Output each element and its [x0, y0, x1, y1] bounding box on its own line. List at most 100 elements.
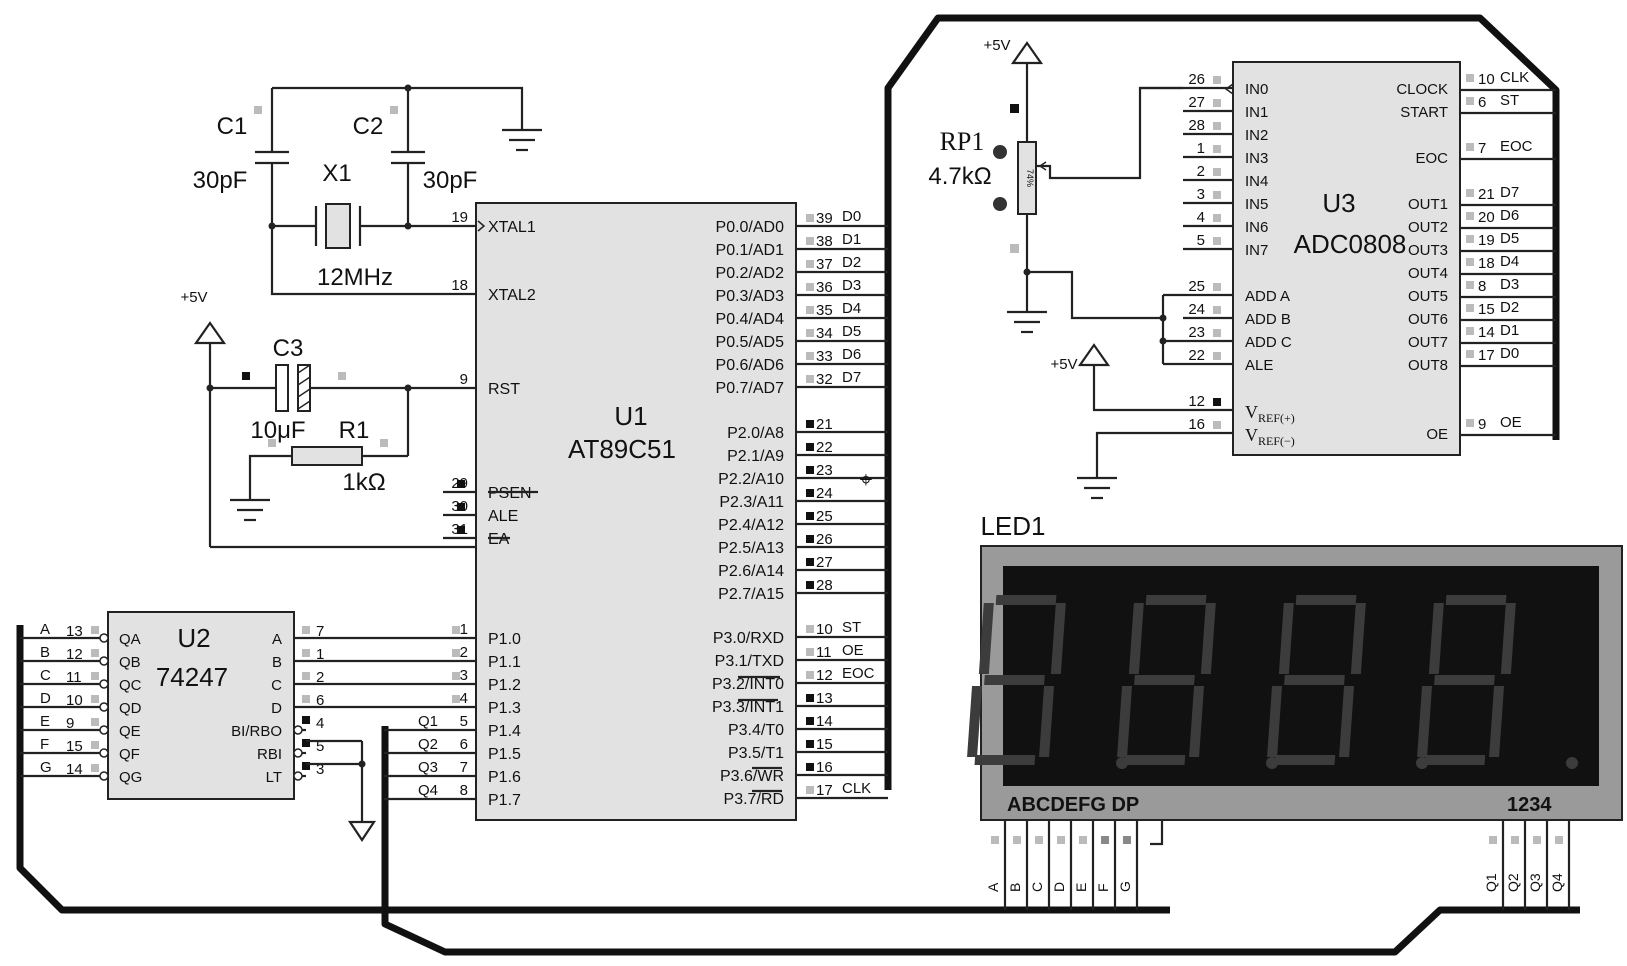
u3-net-d2: D2: [1500, 299, 1519, 316]
u1-pin-p1-7-number: 8: [460, 782, 468, 799]
oscillator-circuit: [254, 84, 542, 296]
led-digit-4-segment-g: [1434, 675, 1495, 685]
u3-pin-out6-number: 15: [1478, 301, 1495, 318]
u1-pin-rst-name: RST: [488, 381, 520, 398]
u1-pin-p1-0-name: P1.0: [488, 631, 521, 648]
rp1-value: 4.7kΩ: [928, 163, 991, 190]
led-pin-e-label: E: [1073, 883, 1089, 892]
u1-pin-p1-6-number: 7: [460, 759, 468, 776]
u3-pin-in6-number: 4: [1197, 209, 1205, 226]
u1-pin-p1-3-name: P1.3: [488, 700, 521, 717]
led-digit-2-segment-b: [1200, 603, 1216, 674]
u1-pin-p3-7-rd-number: 17: [816, 782, 833, 799]
u3-net-d7: D7: [1500, 184, 1519, 201]
c1-value: 30pF: [193, 167, 248, 194]
u1-pin-p0-7-ad7-number: 32: [816, 371, 833, 388]
led-digit-2-segment-d: [1124, 755, 1186, 765]
led-pin-d-label: D: [1051, 882, 1067, 892]
u1-pin-p1-1-number: 2: [460, 644, 468, 661]
led-pin-a-label: A: [985, 882, 1001, 892]
led-digit-legend: 1234: [1507, 794, 1552, 816]
u1-net-q2: Q2: [418, 736, 438, 753]
u1-pin-p0-3-ad3-name: P0.3/AD3: [716, 288, 785, 305]
led-digit-1-segment-a: [995, 595, 1057, 605]
u1-pin-p3-7-rd-name: P3.7/RD: [724, 791, 784, 808]
u1-pin-xtal1-name: XTAL1: [488, 219, 536, 236]
u2-pin-qg-number: 14: [66, 761, 83, 778]
u2-net-e: E: [40, 713, 50, 730]
led-digit-1-segment-e: [967, 686, 983, 757]
u3-pin-add-a-name: ADD A: [1245, 288, 1290, 305]
led-digit-1-segment-c: [1039, 686, 1055, 757]
u3-net-d1: D1: [1500, 322, 1519, 339]
u1-net-d2: D2: [842, 254, 861, 271]
u3-pin-vref-plus-number: 12: [1188, 393, 1205, 410]
led-pin-q3-label: Q3: [1527, 873, 1543, 892]
led-digit-4-segment-f: [1428, 603, 1444, 674]
u3-pin-out2-number: 20: [1478, 209, 1495, 226]
led-pin-f-label: F: [1095, 883, 1111, 892]
led1-ref: LED1: [980, 511, 1045, 541]
u1-pin-p3-2-int0-name: P3.2/INT0: [712, 676, 784, 693]
u3-pin-eoc-name: EOC: [1415, 150, 1448, 167]
u3-net-oe: OE: [1500, 414, 1522, 431]
u1-pin-p1-3-number: 4: [460, 690, 468, 707]
rp1-ref: RP1: [940, 127, 985, 156]
u2-net-f: F: [40, 736, 49, 753]
u1-pin-p3-6-wr-name: P3.6/WR: [720, 768, 784, 785]
u2-net-g: G: [40, 759, 52, 776]
led-digit-1-segment-b: [1050, 603, 1066, 674]
u2-pin-qc-number: 11: [66, 669, 82, 686]
vcc-arrow-vref: [1077, 343, 1111, 367]
u1-pin-p0-4-ad4-number: 35: [816, 302, 833, 319]
u3-pin-ale-number: 22: [1188, 347, 1205, 364]
u3-pin-out6-name: OUT6: [1408, 311, 1448, 328]
u1-pin-p2-0-a8-number: 21: [816, 416, 833, 433]
u1-pin-p0-1-ad1-name: P0.1/AD1: [716, 242, 785, 259]
u2-pin-qd-name: QD: [119, 700, 142, 717]
u3-pin-out5-number: 8: [1478, 278, 1486, 295]
u3-pin-out5-name: OUT5: [1408, 288, 1448, 305]
u2-pin-rbi-number: 5: [316, 738, 324, 755]
led-digit-2-segment-a: [1145, 595, 1207, 605]
u1-pin-p2-4-a12-number: 25: [816, 508, 833, 525]
u3-pin-in4-name: IN4: [1245, 173, 1268, 190]
led-digit-4-segment-e: [1417, 686, 1433, 757]
u3-pin-in3-name: IN3: [1245, 150, 1268, 167]
u2-pin-a-name: A: [272, 631, 282, 648]
u1-net-q4: Q4: [418, 782, 438, 799]
u3-pin-add-c-number: 23: [1188, 324, 1205, 341]
led-digit-2-segment-e: [1117, 686, 1133, 757]
u2-pin-d-name: D: [271, 700, 282, 717]
u3-net-d5: D5: [1500, 230, 1519, 247]
u2-pin-lt-name: LT: [266, 769, 282, 786]
r1-value: 1kΩ: [342, 469, 385, 496]
u1-net-oe: OE: [842, 642, 864, 659]
c1-ref: C1: [217, 113, 248, 140]
u2-pin-b-number: 1: [316, 646, 324, 663]
u3-pin-in3-number: 1: [1197, 140, 1205, 157]
u3-net-d4: D4: [1500, 253, 1519, 270]
u1-pin-p3-6-wr-number: 16: [816, 759, 833, 776]
led-segment-legend: ABCDEFG DP: [1007, 794, 1139, 816]
r1-ref: R1: [339, 417, 370, 444]
led-digit-3-segment-d: [1274, 755, 1336, 765]
u3-pin-oe-number: 9: [1478, 416, 1486, 433]
u1-pin-p3-4-t0-number: 14: [816, 713, 833, 730]
u3-pin-in0-number: 26: [1188, 71, 1205, 88]
led-digit-3-segment-g: [1284, 675, 1345, 685]
u2-pin-lt-number: 3: [316, 761, 324, 778]
u3-pin-out1-name: OUT1: [1408, 196, 1448, 213]
c2-ref: C2: [353, 113, 384, 140]
u1-pins: 19XTAL118XTAL29RST29PSEN30ALE31EA1P1.02P…: [372, 208, 888, 809]
led-digit-1-segment-f: [978, 603, 994, 674]
u2-ref: U2: [177, 623, 210, 653]
u3-pin-in1-number: 27: [1188, 94, 1205, 111]
led-digit-2-segment-f: [1128, 603, 1144, 674]
u1-pin-p3-1-txd-number: 11: [816, 644, 832, 661]
led-digit-4-segment-b: [1500, 603, 1516, 674]
u3-pin-out8-name: OUT8: [1408, 357, 1448, 374]
u3-pin-in0-name: IN0: [1245, 81, 1268, 98]
u3-chip-body: [1232, 61, 1461, 456]
u1-pin-p1-2-name: P1.2: [488, 677, 521, 694]
